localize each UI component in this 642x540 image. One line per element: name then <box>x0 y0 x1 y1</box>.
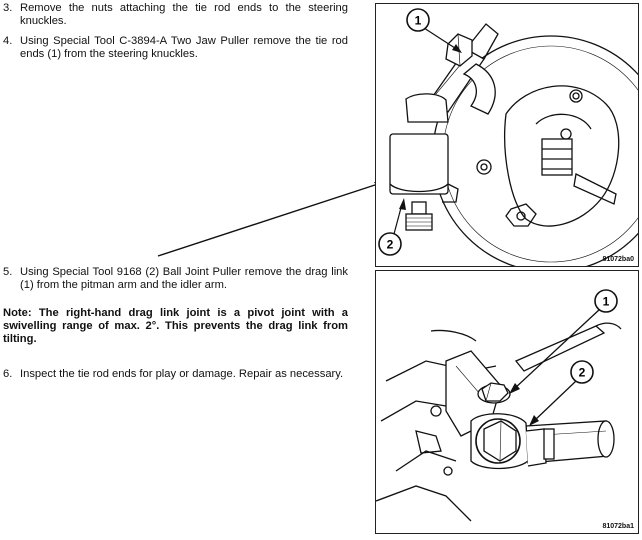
step-number: 3. <box>3 2 13 14</box>
step-number: 4. <box>3 35 13 47</box>
figure-drag-link-puller: 1 2 81072ba1 <box>375 270 639 534</box>
callout-2-marker <box>570 360 594 384</box>
note-paragraph: Note: The right-hand drag link joint is … <box>3 307 348 345</box>
step-number: 5. <box>3 266 13 278</box>
step-text: Using Special Tool 9168 (2) Ball Joint P… <box>20 266 348 291</box>
step-3: 3. Remove the nuts attaching the tie rod… <box>3 2 348 28</box>
step-6: 6. Inspect the tie rod ends for play or … <box>3 368 348 381</box>
step-text: Inspect the tie rod ends for play or dam… <box>20 368 344 380</box>
callout-1-label: 1 <box>415 14 422 28</box>
step-4: 4. Using Special Tool C-3894-A Two Jaw P… <box>3 35 348 61</box>
callout-2-marker <box>378 232 402 256</box>
step-text: Using Special Tool C-3894-A Two Jaw Pull… <box>20 35 348 60</box>
figure-id: 81072ba1 <box>602 523 634 530</box>
callout-1-label: 1 <box>603 295 610 309</box>
leader-arrow <box>157 181 386 257</box>
step-5: 5. Using Special Tool 9168 (2) Ball Join… <box>3 266 348 292</box>
callout-1-marker <box>594 289 618 313</box>
callout-2-label: 2 <box>579 366 586 380</box>
tie-rod-puller-illustration: 1 2 <box>378 8 638 266</box>
step-text: Remove the nuts attaching the tie rod en… <box>20 2 348 27</box>
figure-id: 81072ba0 <box>602 256 634 263</box>
callout-2-label: 2 <box>387 238 394 252</box>
step-number: 6. <box>3 368 13 380</box>
figure-tie-rod-puller: 1 2 81072ba0 <box>375 3 639 267</box>
callout-1-marker <box>406 8 430 32</box>
drag-link-puller-illustration: 1 2 <box>376 289 622 522</box>
